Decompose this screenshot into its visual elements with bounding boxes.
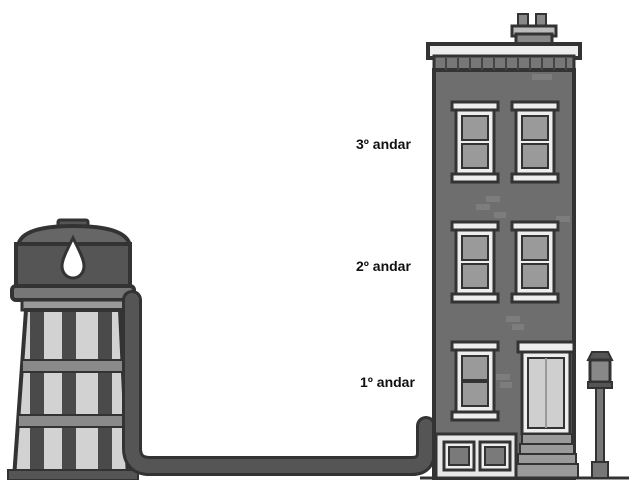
floor-label-2: 2º andar <box>356 258 411 274</box>
floor-label-1: 1º andar <box>360 374 415 390</box>
floor-label-3: 3º andar <box>356 136 411 152</box>
street-lamp-icon <box>588 352 612 478</box>
